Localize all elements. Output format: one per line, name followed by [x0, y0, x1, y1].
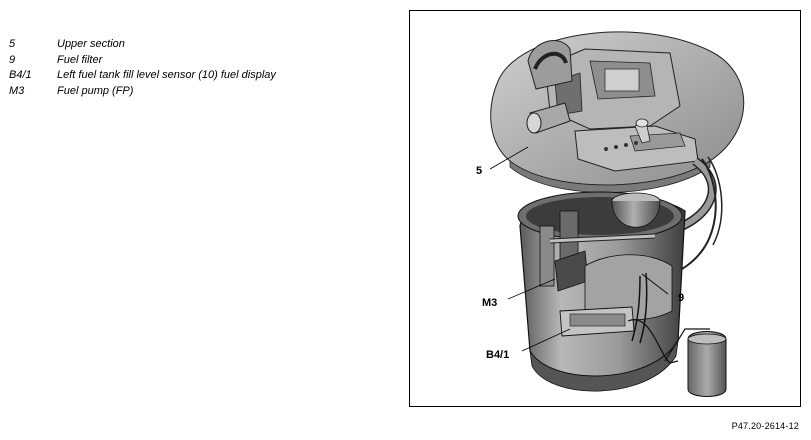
legend-code: B4/1 — [9, 69, 32, 81]
fill-level-sensor — [559, 306, 727, 397]
legend-text: Fuel pump (FP) — [57, 84, 134, 97]
figure-reference-id: P47.20-2614-12 — [731, 421, 799, 431]
fuel-pump-module-illustration: 5 9 M3 B4/1 — [476, 31, 745, 397]
legend-code: M3 — [9, 84, 25, 97]
legend-item-m3: M3 Fuel pump (FP) — [9, 84, 276, 100]
fuel-filter — [611, 192, 661, 228]
legend-item-9: 9 Fuel filter — [9, 53, 276, 69]
legend-code: 5 — [9, 38, 16, 50]
callout-9: 9 — [678, 292, 684, 304]
legend-text: Left fuel tank fill level sensor (10) fu… — [57, 69, 276, 81]
leader-lines — [489, 146, 669, 352]
legend-item-b4-1: B4/1 Left fuel tank fill level sensor (10… — [9, 68, 276, 84]
legend-text: Upper section — [57, 38, 125, 50]
figure-frame: 5 9 M3 B4/1 — [409, 10, 801, 407]
callout-b4-1: B4/1 — [486, 349, 509, 361]
legend-code: 9 — [9, 53, 16, 66]
callout-m3: M3 — [482, 297, 497, 309]
legend-list: 5 Upper section 9 Fuel filter B4/1 Left fue… — [9, 37, 276, 99]
legend-item-5: 5 Upper section — [9, 37, 276, 53]
fuel-pump-internals — [539, 210, 673, 344]
callout-5: 5 — [476, 165, 482, 177]
legend-text: Fuel filter — [57, 53, 103, 66]
upper-section-flange — [490, 31, 745, 193]
